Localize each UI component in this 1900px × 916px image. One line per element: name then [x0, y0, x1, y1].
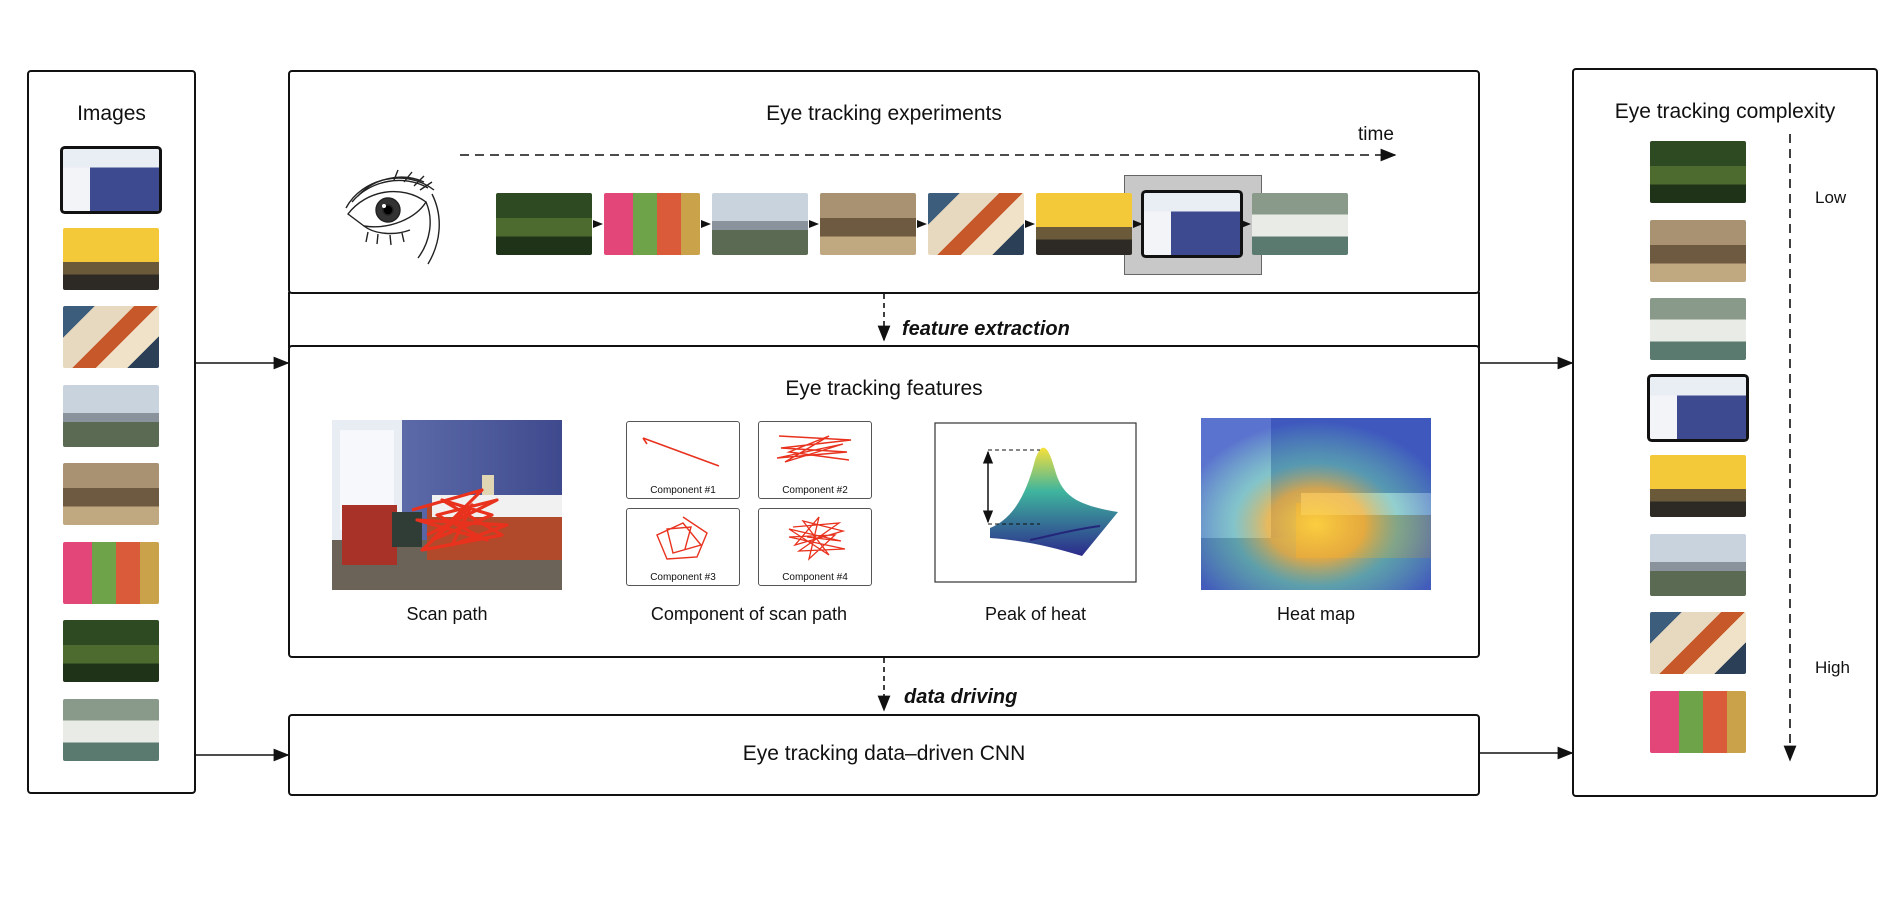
- complexity-thumb-food-plate: [1650, 612, 1746, 674]
- caption-peak: Peak of heat: [984, 604, 1087, 624]
- low-label: Low: [1815, 188, 1847, 207]
- experiment-thumb-polar-bears: [1252, 193, 1348, 255]
- component-1-card: Component #1: [626, 421, 740, 499]
- component-2-card: Component #2: [758, 421, 872, 499]
- component-2-label: Component #2: [782, 485, 848, 496]
- complexity-panel-title: Eye tracking complexity: [1614, 100, 1836, 123]
- component-4-label: Component #4: [782, 572, 848, 583]
- image-thumb-hedgehog: [63, 463, 159, 525]
- experiment-thumb-hedgehog: [820, 193, 916, 255]
- component-1-label: Component #1: [650, 485, 716, 496]
- high-label: High: [1815, 658, 1850, 677]
- cnn-panel: Eye tracking data–driven CNN: [288, 714, 1480, 796]
- complexity-thumb-living-room: [1650, 455, 1746, 517]
- image-thumb-giraffe: [63, 620, 159, 682]
- complexity-thumb-polar-bears: [1650, 298, 1746, 360]
- caption-heat-map: Heat map: [1276, 604, 1356, 624]
- component-2-path: [776, 435, 852, 463]
- complexity-thumb-bedroom: [1650, 376, 1746, 439]
- component-3-path: [656, 516, 708, 560]
- feature-extraction-label: feature extraction: [902, 318, 1070, 340]
- data-driving-label: data driving: [904, 686, 1018, 708]
- component-3-card: Component #3: [626, 508, 740, 586]
- feature-extraction-band: [288, 292, 1480, 348]
- experiment-thumb-jet: [712, 193, 808, 255]
- complexity-thumb-hedgehog: [1650, 219, 1746, 282]
- image-thumb-jet: [63, 384, 159, 447]
- component-4-card: Component #4: [758, 508, 872, 586]
- image-thumb-food-plate: [63, 306, 159, 368]
- complexity-thumb-lunchbox: [1650, 690, 1746, 753]
- experiment-thumb-living-room: [1036, 193, 1132, 255]
- component-1-path: [642, 437, 720, 467]
- component-3-label: Component #3: [650, 572, 716, 583]
- caption-scan-path: Scan path: [406, 604, 488, 624]
- experiment-thumb-giraffe: [496, 193, 592, 255]
- experiments-panel: Eye tracking experiments: [288, 70, 1480, 294]
- image-thumb-polar-bears: [63, 698, 159, 761]
- features-panel-title: Eye tracking features: [785, 377, 983, 400]
- caption-component: Component of scan path: [650, 604, 848, 624]
- component-4-path: [788, 516, 846, 561]
- experiment-thumb-lunchbox: [604, 193, 700, 255]
- image-thumb-living-room: [63, 227, 159, 290]
- experiments-panel-title: Eye tracking experiments: [766, 102, 1002, 125]
- image-thumb-bedroom: [63, 149, 159, 211]
- image-thumb-lunchbox: [63, 541, 159, 604]
- images-panel-title: Images: [77, 102, 146, 125]
- experiment-thumb-bedroom: [1144, 193, 1240, 255]
- complexity-thumb-giraffe: [1650, 141, 1746, 203]
- experiment-thumb-food-plate: [928, 193, 1024, 255]
- complexity-thumb-jet: [1650, 533, 1746, 596]
- time-label: time: [1358, 124, 1394, 145]
- cnn-panel-title: Eye tracking data–driven CNN: [742, 742, 1026, 765]
